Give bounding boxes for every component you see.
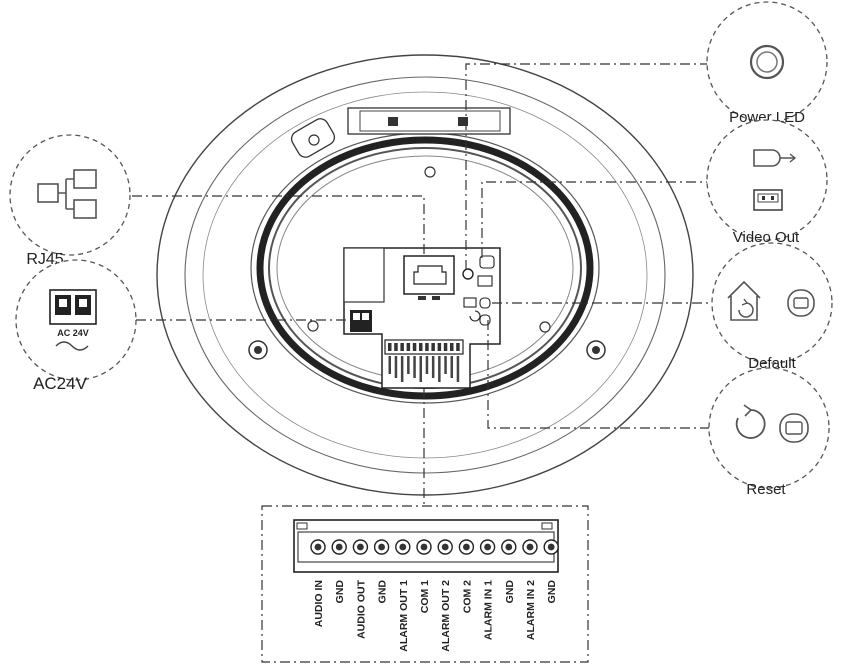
camera-base xyxy=(156,54,694,496)
reset-arrow-icon xyxy=(735,404,809,443)
terminal-pin-label: ALARM IN 2 xyxy=(525,580,537,640)
header-lead xyxy=(400,356,404,382)
terminal-pin-label: COM 2 xyxy=(461,580,473,613)
terminal-screw xyxy=(458,539,475,555)
terminal-pin-label: GND xyxy=(377,580,389,604)
terminal-pin-label: AUDIO OUT xyxy=(355,579,367,639)
header-pin xyxy=(456,343,460,351)
terminal-screw xyxy=(501,539,517,555)
callout-default: Default xyxy=(711,242,833,372)
header-lead xyxy=(388,356,391,374)
terminal-pin-label: ALARM IN 1 xyxy=(483,580,495,640)
header-pin xyxy=(431,343,435,351)
led-ring-icon xyxy=(749,44,785,80)
terminal-screw xyxy=(395,539,411,555)
terminal-pin-label: GND xyxy=(546,580,558,604)
terminal-pin-label: ALARM OUT 2 xyxy=(440,580,452,652)
header-lead xyxy=(425,356,429,374)
terminal-pin-label: AUDIO IN xyxy=(313,580,325,627)
callout-reset: Reset xyxy=(708,367,830,498)
terminal-screw xyxy=(437,539,453,555)
terminal-pin-label: GND xyxy=(504,580,516,604)
top-latch xyxy=(347,107,511,135)
ac-24v-small-label: AC 24V xyxy=(57,328,89,338)
rj45-network-icon xyxy=(37,169,97,219)
terminal-pin-label: COM 1 xyxy=(419,580,431,613)
terminal-block-detail: AUDIO IN GND AUDIO OUT GND ALARM OUT 1 COM 1 A… xyxy=(261,505,589,663)
power-led-label: Power LED xyxy=(729,109,805,126)
callout-ac24v: AC 24V AC24V xyxy=(15,259,137,393)
header-pin xyxy=(400,343,404,351)
leader-lines xyxy=(132,63,716,506)
terminal-screw xyxy=(543,539,559,555)
header-pin xyxy=(406,343,411,351)
header-lead xyxy=(456,356,460,382)
terminal-screw xyxy=(479,539,496,555)
header-lead xyxy=(413,356,416,378)
rj45-label: RJ45 xyxy=(26,251,63,268)
callout-rj45: RJ45 xyxy=(9,134,131,268)
screw-left xyxy=(248,340,268,360)
header-pin xyxy=(450,343,454,351)
callout-video-out: Video Out xyxy=(706,119,828,246)
terminal-screw xyxy=(352,539,369,555)
default-home-icon xyxy=(727,280,815,321)
header-lead xyxy=(438,356,441,382)
ac24v-label: AC24V xyxy=(33,374,88,393)
header-pin xyxy=(412,343,417,351)
terminal-screw xyxy=(331,539,347,555)
header-lead xyxy=(450,356,453,378)
header-lead xyxy=(407,356,410,374)
ac-power-terminal-icon: AC 24V xyxy=(49,289,97,351)
header-pin xyxy=(394,343,398,351)
header-lead xyxy=(444,356,447,374)
terminal-screw xyxy=(522,539,538,555)
header-pin xyxy=(419,343,423,351)
callout-power-led: Power LED xyxy=(706,1,828,126)
header-pin xyxy=(388,343,392,351)
header-pins xyxy=(388,343,460,382)
terminal-screw xyxy=(373,539,390,555)
screw-right xyxy=(586,340,606,360)
video-out-label: Video Out xyxy=(733,229,800,246)
header-lead xyxy=(394,356,398,378)
header-pin xyxy=(443,343,448,351)
terminal-pin-label: GND xyxy=(334,580,346,604)
terminal-pin-label: ALARM OUT 1 xyxy=(398,580,410,652)
header-lead xyxy=(419,356,422,382)
pcb-board xyxy=(343,247,501,389)
header-lead xyxy=(431,356,435,378)
terminal-pin-labels: AUDIO IN GND AUDIO OUT GND ALARM OUT 1 COM 1 A… xyxy=(313,579,558,651)
terminal-screw xyxy=(416,539,432,555)
mount-tab xyxy=(290,118,336,158)
video-out-icon xyxy=(753,149,797,211)
default-label: Default xyxy=(748,355,796,372)
header-pin xyxy=(425,343,429,351)
header-pin xyxy=(437,343,442,351)
reset-label: Reset xyxy=(746,481,786,498)
terminal-screws xyxy=(310,539,559,555)
terminal-screw xyxy=(310,539,326,555)
